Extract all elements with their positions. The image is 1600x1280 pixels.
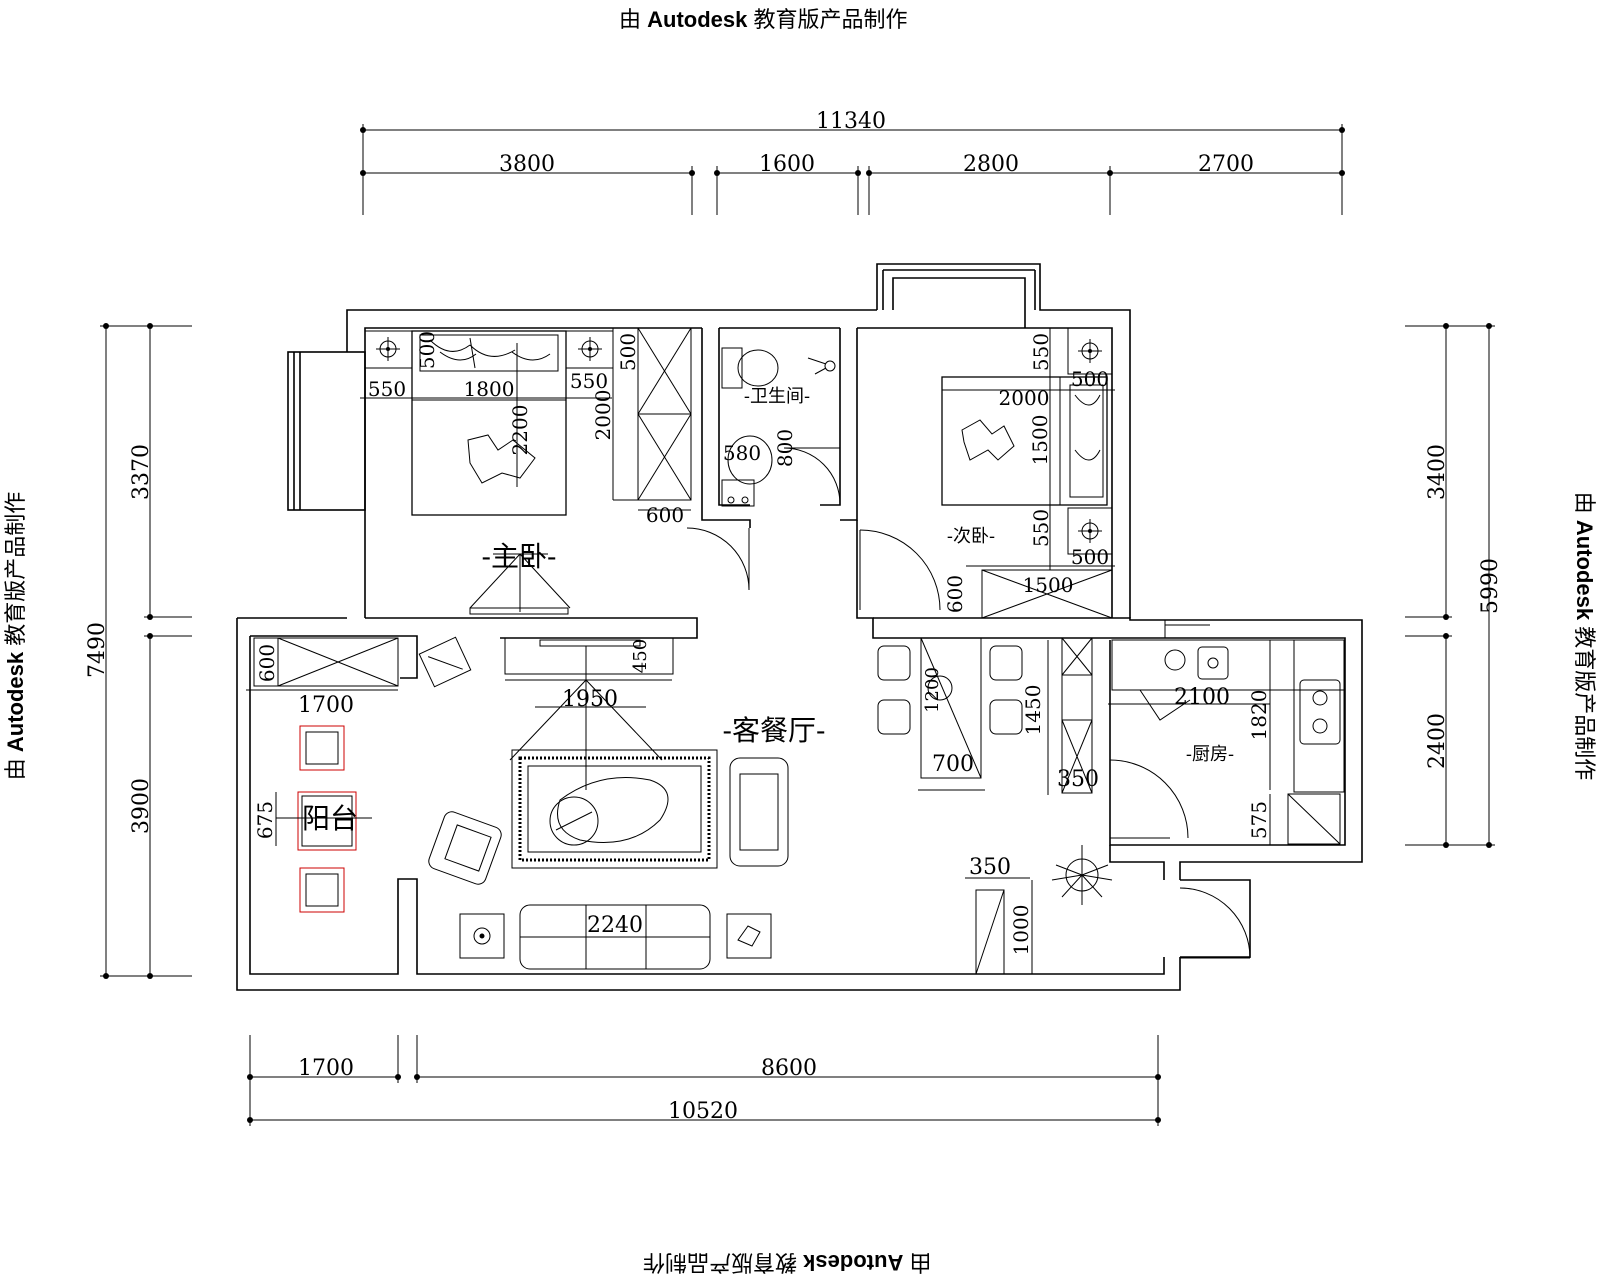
room-master-bedroom: -主卧- [482, 540, 557, 573]
bathroom-fixtures [721, 347, 836, 507]
coffee-table-rug [511, 749, 718, 869]
mb-wardrobe-length-dim: 2000 [591, 390, 615, 441]
dining-cabinet-depth-dim: 350 [1057, 767, 1099, 792]
plant-icon [1051, 845, 1113, 905]
walls [236, 263, 1363, 991]
side-table-right [726, 913, 772, 959]
balcony-table-dim: 675 [253, 801, 277, 839]
shoe-cabinet [965, 877, 1033, 975]
watermark-top: 由 Autodesk 教育版产品制作 [619, 7, 908, 32]
dim-left-total: 7490 [85, 622, 110, 678]
dim-bottom-1: 1700 [298, 1056, 354, 1081]
armchair-left [428, 811, 502, 885]
dim-bottom-total: 10520 [668, 1099, 738, 1124]
master-bed [411, 330, 567, 516]
balcony-cabinet-width-dim: 1700 [298, 693, 354, 718]
dim-right-1: 3400 [1425, 444, 1450, 500]
balcony-cabinet [246, 637, 399, 691]
mb-nightstand-left-dim: 550 [368, 377, 406, 401]
balcony-cabinet-depth-dim: 600 [255, 644, 279, 682]
dim-top-1: 3800 [499, 152, 555, 177]
dim-top-total: 11340 [816, 109, 886, 134]
mb-bed-width-dim: 1800 [464, 377, 515, 401]
second-nightstand-bottom [1067, 507, 1113, 555]
armchair-right [729, 757, 789, 867]
dim-left-2: 3900 [129, 778, 154, 834]
mb-headboard-dim: 500 [415, 331, 439, 369]
sb-nightstand-bot-dim: 550 [1029, 509, 1053, 547]
second-wardrobe [966, 565, 1115, 619]
master-tv-stand [469, 553, 571, 615]
mb-nightstand-right-dim: 550 [570, 369, 608, 393]
doors [686, 447, 1251, 959]
kitchen-counter-width-dim: 2100 [1174, 685, 1230, 710]
dim-left-1: 3370 [129, 444, 154, 500]
master-dims-lines [360, 341, 614, 500]
room-living-dining: -客餐厅- [723, 714, 826, 747]
sofa-width-dim: 2240 [587, 913, 643, 938]
bath-800-dim: 800 [773, 429, 797, 467]
second-bed [941, 376, 1108, 506]
dim-right-total: 5990 [1478, 558, 1503, 614]
dining-table-length-dim: 1200 [922, 667, 943, 713]
master-nightstand-left [364, 330, 413, 369]
dining-set [877, 637, 1023, 791]
shoe-cabinet-length-dim: 1000 [1009, 905, 1033, 956]
shoe-cabinet-depth-dim: 350 [969, 855, 1011, 880]
kitchen-fridge-dim: 575 [1247, 801, 1271, 839]
living-armchair-corner [418, 636, 472, 688]
bath-580-dim: 580 [723, 441, 761, 465]
dining-cabinet [1047, 637, 1093, 795]
dining-table-width-dim: 700 [932, 752, 974, 777]
second-nightstand-top [1067, 327, 1113, 375]
master-nightstand-right [565, 330, 614, 369]
room-kitchen: -厨房- [1186, 744, 1234, 765]
sofa [519, 904, 711, 970]
second-dims-lines [942, 328, 1115, 570]
side-table-left [459, 913, 505, 959]
kitchen-fridge [1269, 793, 1341, 845]
dim-top-3: 2800 [963, 152, 1019, 177]
room-bathroom: -卫生间- [744, 386, 810, 407]
mb-wardrobe-depth-dim: 600 [646, 503, 684, 527]
room-balcony: 阳台 [302, 802, 358, 835]
dimension-ticks [103, 127, 1492, 1123]
master-wardrobe [612, 327, 692, 511]
kitchen-counter-length-dim: 1820 [1247, 690, 1271, 741]
tv-cabinet-width-dim: 1950 [562, 687, 618, 712]
sb-bed-length-dim: 2000 [999, 386, 1050, 410]
sb-wardrobe-depth-dim: 600 [943, 575, 967, 613]
mb-wardrobe-top-dim: 500 [616, 333, 640, 371]
dimension-lines [100, 124, 1495, 1126]
window-frame [1164, 620, 1210, 638]
balcony-chairs [275, 725, 372, 913]
sb-wardrobe-length-dim: 1500 [1023, 573, 1074, 597]
dining-cabinet-length-dim: 1450 [1021, 685, 1045, 736]
room-second-bedroom: -次卧- [947, 526, 995, 547]
kitchen-counter [1108, 639, 1345, 793]
dim-bottom-2: 8600 [761, 1056, 817, 1081]
mb-bed-length-dim: 2200 [508, 405, 532, 456]
sb-nightstand-top-dim: 550 [1029, 333, 1053, 371]
dim-top-2: 1600 [759, 152, 815, 177]
sb-nightstand-w-top-dim: 500 [1071, 367, 1109, 391]
dim-top-4: 2700 [1198, 152, 1254, 177]
sb-bed-width-dim: 1500 [1028, 415, 1052, 466]
tv-cabinet-depth-dim: 450 [630, 639, 651, 673]
sb-nightstand-w-bot-dim: 500 [1071, 545, 1109, 569]
dim-right-2: 2400 [1425, 713, 1450, 769]
